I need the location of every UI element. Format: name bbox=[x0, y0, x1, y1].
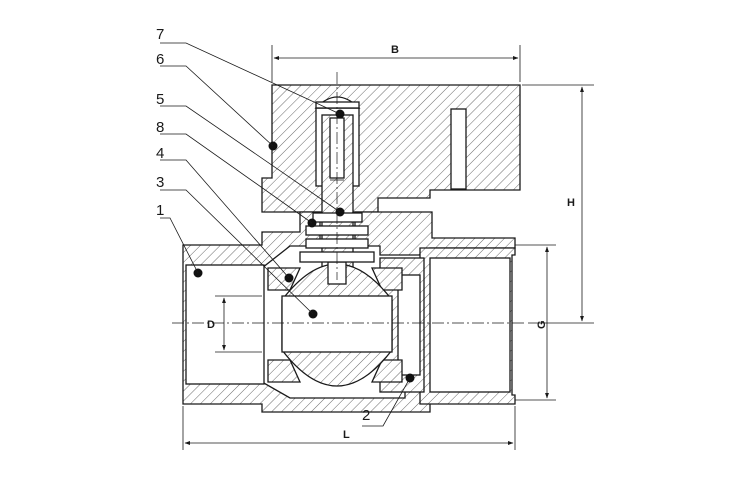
seat-rings bbox=[267, 267, 403, 383]
valve-body bbox=[182, 211, 516, 413]
dimension-d-label: D bbox=[207, 319, 215, 331]
dimension-g: G bbox=[515, 244, 556, 401]
ball bbox=[281, 261, 393, 387]
dimension-l: L bbox=[182, 406, 516, 450]
callout-3: 3 bbox=[156, 174, 164, 191]
dimension-b: B bbox=[271, 44, 521, 82]
dimension-d: D bbox=[207, 295, 262, 353]
callout-1: 1 bbox=[156, 202, 164, 219]
centerlines bbox=[172, 72, 525, 324]
callout-labels: 7 6 5 8 4 3 1 2 bbox=[156, 26, 370, 424]
callout-7: 7 bbox=[156, 26, 164, 43]
callout-6: 6 bbox=[156, 51, 164, 68]
dimension-l-label: L bbox=[343, 429, 350, 441]
callout-8: 8 bbox=[156, 119, 164, 136]
dimension-b-label: B bbox=[391, 44, 399, 56]
dimension-g-label: G bbox=[536, 320, 548, 329]
callout-2: 2 bbox=[362, 407, 370, 424]
callout-5: 5 bbox=[156, 91, 164, 108]
callout-4: 4 bbox=[156, 145, 164, 162]
handle bbox=[261, 84, 521, 213]
leader-lines bbox=[160, 42, 411, 427]
dimension-h-label: H bbox=[567, 197, 575, 209]
dimension-h: H bbox=[522, 84, 594, 324]
